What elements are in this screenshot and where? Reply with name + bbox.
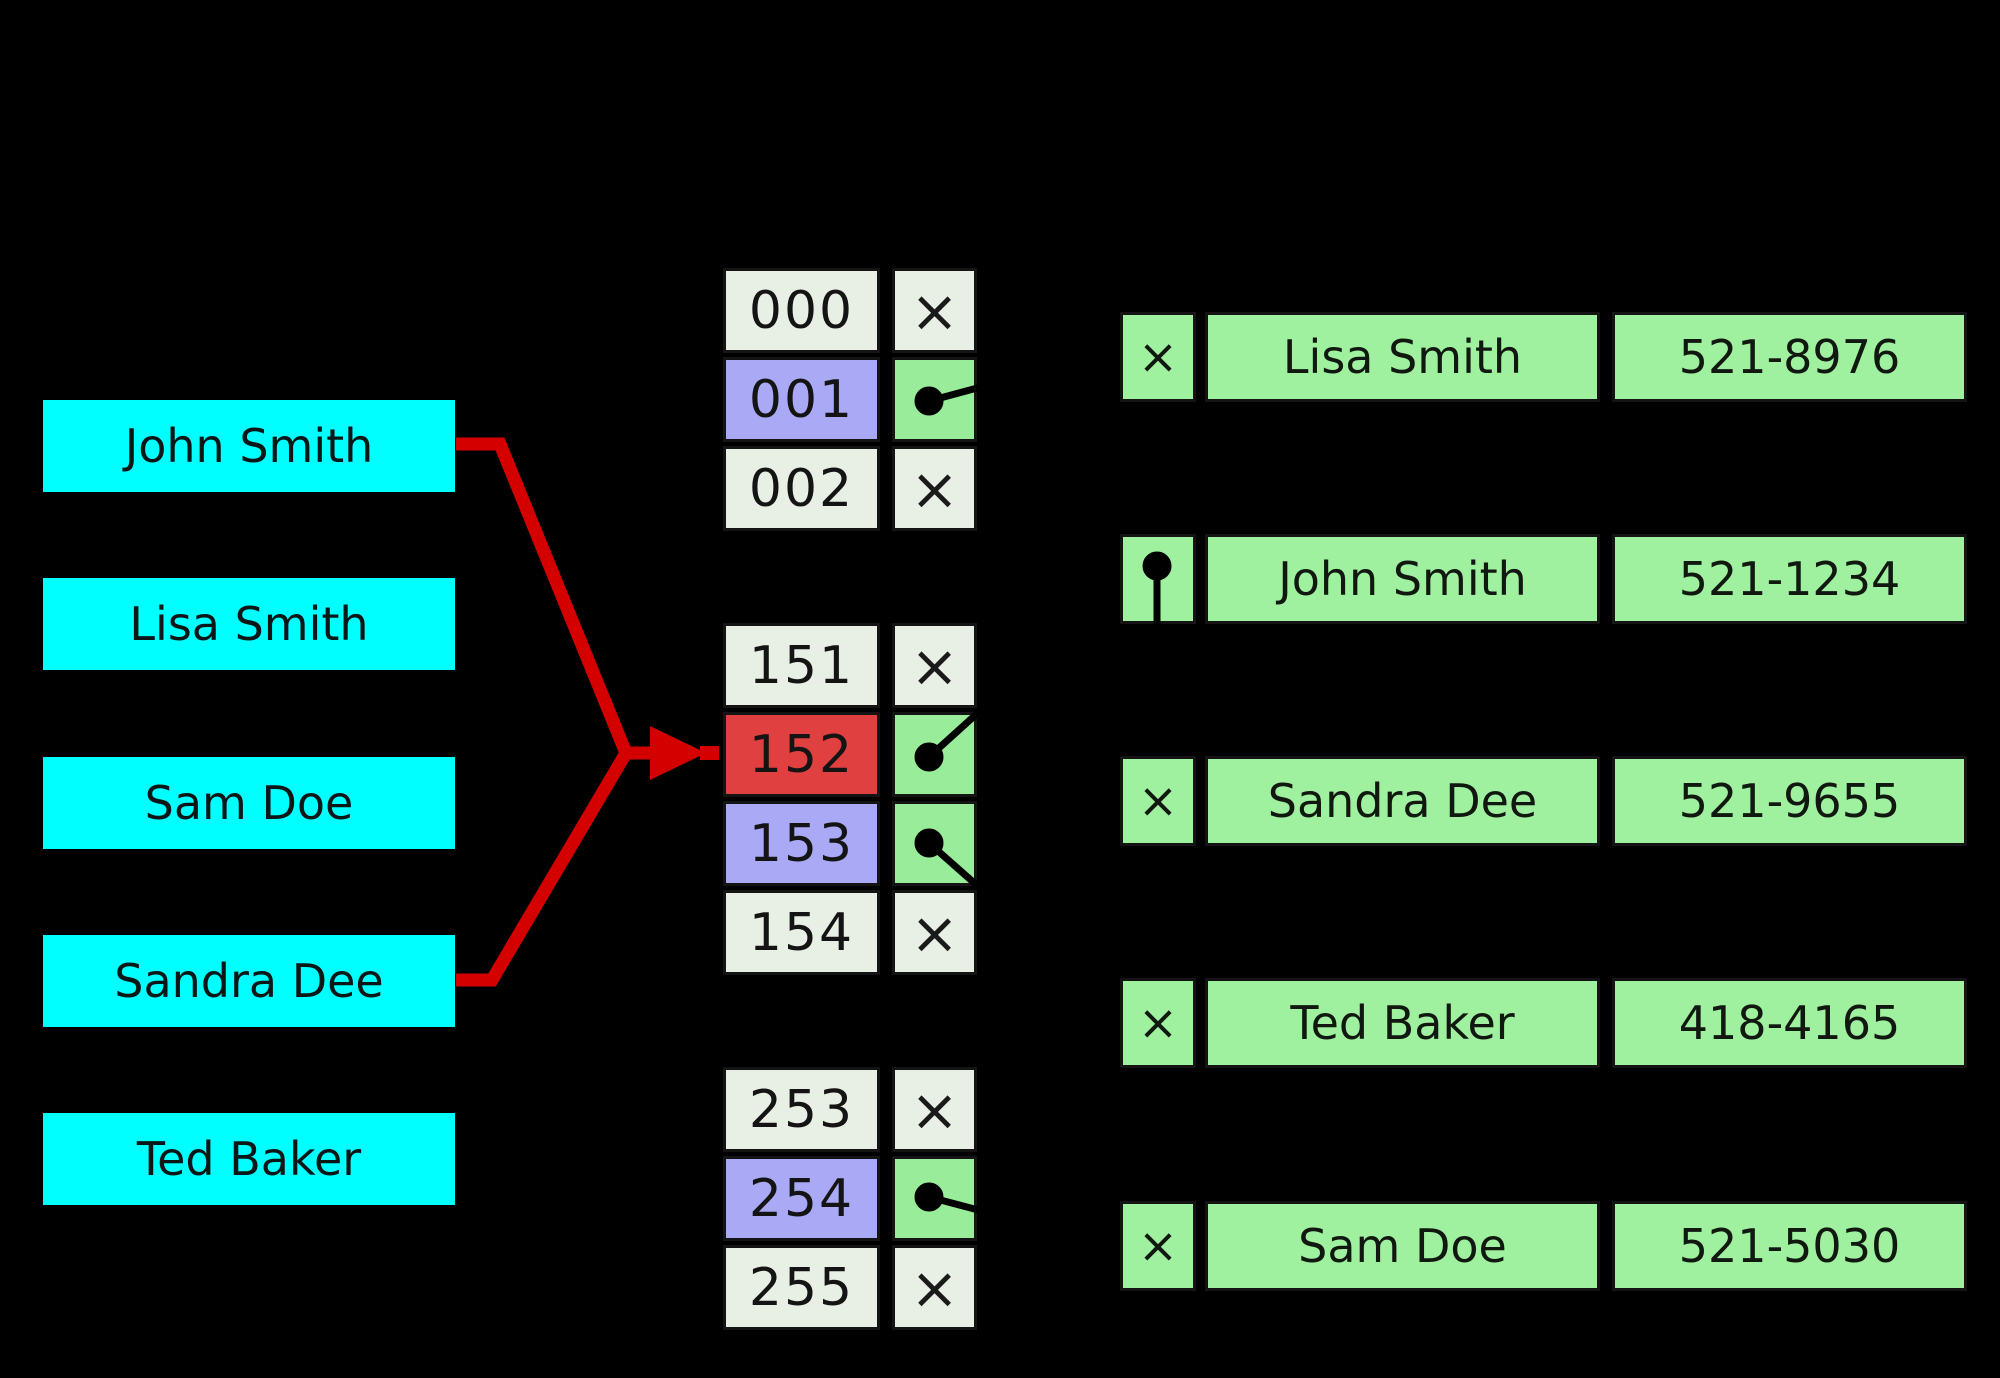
null-pointer-icon: ×: [910, 276, 959, 345]
bucket-index: 000: [748, 280, 855, 341]
null-pointer-icon: ×: [1137, 329, 1179, 385]
entry-next-lisa-smith: ×: [1120, 312, 1196, 402]
bucket-pointer-151: ×: [892, 623, 977, 708]
bucket-index: 001: [748, 369, 855, 430]
entry-phone-lisa-smith: 521-8976: [1612, 312, 1967, 402]
bucket-cell-253: 253: [723, 1067, 880, 1152]
bucket-index: 253: [748, 1079, 855, 1140]
entry-phone: 521-8976: [1678, 330, 1901, 384]
entry-name: John Smith: [1278, 552, 1527, 606]
bucket-cell-151: 151: [723, 623, 880, 708]
bucket-pointer-154: ×: [892, 890, 977, 975]
collision-arrow-sandra-dee-to-152: [456, 749, 632, 987]
null-pointer-icon: ×: [1137, 995, 1179, 1051]
collision-arrowhead-icon: [650, 726, 706, 780]
entry-next-ted-baker: ×: [1120, 978, 1196, 1068]
entry-name: Ted Baker: [1290, 996, 1515, 1050]
entry-name: Sam Doe: [1298, 1219, 1507, 1273]
entry-phone-sandra-dee: 521-9655: [1612, 756, 1967, 846]
key-box-ted-baker: Ted Baker: [43, 1113, 455, 1205]
entry-phone: 521-5030: [1678, 1219, 1901, 1273]
key-label: John Smith: [124, 419, 374, 473]
collision-arrow-john-smith-to-152: [456, 437, 658, 760]
entry-next-sam-doe: ×: [1120, 1201, 1196, 1291]
key-box-sam-doe: Sam Doe: [43, 757, 455, 849]
key-box-lisa-smith: Lisa Smith: [43, 578, 455, 670]
bucket-index: 154: [748, 902, 855, 963]
bucket-index: 152: [748, 724, 855, 785]
entry-name-john-smith: John Smith: [1205, 534, 1600, 624]
bucket-cell-002: 002: [723, 446, 880, 531]
bucket-cell-153: 153: [723, 801, 880, 886]
null-pointer-icon: ×: [910, 631, 959, 700]
bucket-pointer-254: [892, 1156, 977, 1241]
key-box-sandra-dee: Sandra Dee: [43, 935, 455, 1027]
bucket-cell-255: 255: [723, 1245, 880, 1330]
bucket-cell-000: 000: [723, 268, 880, 353]
key-label: Sam Doe: [144, 776, 354, 830]
null-pointer-icon: ×: [910, 454, 959, 523]
bucket-cell-154: 154: [723, 890, 880, 975]
null-pointer-icon: ×: [1137, 1218, 1179, 1274]
bucket-index: 151: [748, 635, 855, 696]
entry-name-sandra-dee: Sandra Dee: [1205, 756, 1600, 846]
null-pointer-icon: ×: [1137, 773, 1179, 829]
entry-phone: 521-1234: [1678, 552, 1901, 606]
entry-next-john-smith: [1120, 534, 1196, 624]
entry-phone: 521-9655: [1678, 774, 1901, 828]
bucket-cell-001: 001: [723, 357, 880, 442]
bucket-pointer-255: ×: [892, 1245, 977, 1330]
bucket-index: 002: [748, 458, 855, 519]
bucket-pointer-153: [892, 801, 977, 886]
bucket-index: 153: [748, 813, 855, 874]
null-pointer-icon: ×: [910, 1253, 959, 1322]
bucket-index: 255: [748, 1257, 855, 1318]
collision-arrow-group: [456, 437, 719, 987]
entry-phone: 418-4165: [1678, 996, 1901, 1050]
key-label: Sandra Dee: [114, 954, 384, 1008]
entry-name-sam-doe: Sam Doe: [1205, 1201, 1600, 1291]
bucket-cell-254: 254: [723, 1156, 880, 1241]
entry-name: Sandra Dee: [1267, 774, 1538, 828]
entry-phone-ted-baker: 418-4165: [1612, 978, 1967, 1068]
bucket-pointer-001: [892, 357, 977, 442]
bucket-pointer-152: [892, 712, 977, 797]
entry-next-sandra-dee: ×: [1120, 756, 1196, 846]
bucket-index: 254: [748, 1168, 855, 1229]
null-pointer-icon: ×: [910, 898, 959, 967]
entry-name: Lisa Smith: [1282, 330, 1523, 384]
bucket-pointer-002: ×: [892, 446, 977, 531]
entry-name-ted-baker: Ted Baker: [1205, 978, 1600, 1068]
bucket-pointer-253: ×: [892, 1067, 977, 1152]
bucket-pointer-000: ×: [892, 268, 977, 353]
entry-phone-john-smith: 521-1234: [1612, 534, 1967, 624]
key-box-john-smith: John Smith: [43, 400, 455, 492]
entry-name-lisa-smith: Lisa Smith: [1205, 312, 1600, 402]
key-label: Ted Baker: [136, 1132, 362, 1186]
entry-phone-sam-doe: 521-5030: [1612, 1201, 1967, 1291]
key-label: Lisa Smith: [129, 597, 369, 651]
bucket-cell-152: 152: [723, 712, 880, 797]
null-pointer-icon: ×: [910, 1075, 959, 1144]
